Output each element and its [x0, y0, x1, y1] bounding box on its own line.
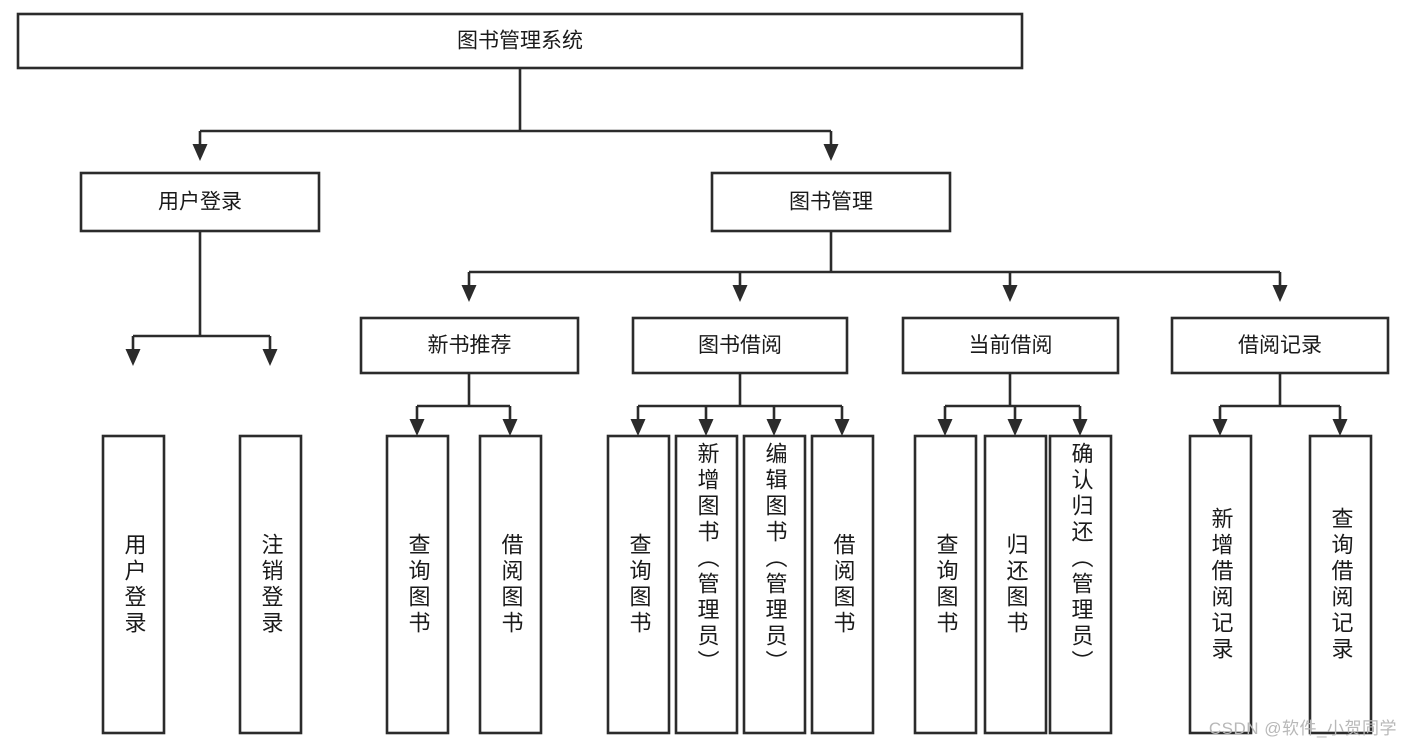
connector-layer [125, 68, 1348, 436]
node-book-borrow-box[interactable] [631, 316, 849, 375]
node-leaf-query-books-2-box[interactable] [606, 434, 671, 735]
node-new-book-recommend-label: 新书推荐 [428, 334, 512, 357]
current-borrow-branch-arrow-0 [937, 419, 953, 436]
node-leaf-add-borrow-record-box[interactable] [1188, 434, 1253, 735]
node-book-management-box[interactable] [710, 171, 952, 233]
book-borrow-branch-arrow-1 [698, 419, 714, 436]
borrow-record-branch-arrow-0 [1212, 419, 1228, 436]
user-login-branch-arrow-1 [262, 349, 278, 366]
csdn-watermark: CSDN @软件_小贺同学 [1208, 719, 1397, 738]
node-leaf-borrow-books-1-box[interactable] [478, 434, 543, 735]
root-node-box[interactable] [16, 12, 1024, 70]
node-current-borrow-label: 当前借阅 [969, 334, 1053, 357]
node-user-login-label: 用户登录 [158, 191, 242, 214]
book-borrow-branch-arrow-2 [766, 419, 782, 436]
node-leaf-borrow-books-2-box[interactable] [810, 434, 875, 735]
node-borrow-record-box[interactable] [1170, 316, 1390, 375]
book-management-branch-arrow-0 [461, 285, 477, 302]
new-book-branch-arrow-1 [502, 419, 518, 436]
root-branch-arrow-0 [192, 144, 208, 161]
user-login-branch-arrow-0 [125, 349, 141, 366]
node-user-login-box[interactable] [79, 171, 321, 233]
node-leaf-return-books-box[interactable] [983, 434, 1048, 735]
book-management-branch-arrow-1 [732, 285, 748, 302]
current-borrow-branch-arrow-1 [1007, 419, 1023, 436]
node-leaf-edit-book-admin-box[interactable] [742, 434, 807, 735]
new-book-branch-arrow-0 [409, 419, 425, 436]
node-leaf-query-borrow-record-box[interactable] [1308, 434, 1373, 735]
node-leaf-user-login-box[interactable] [101, 434, 166, 735]
node-new-book-recommend-box[interactable] [359, 316, 580, 375]
node-book-borrow-label: 图书借阅 [698, 334, 782, 357]
node-book-management-label: 图书管理 [789, 191, 873, 214]
box-layer [16, 12, 1390, 735]
node-leaf-logout-login-box[interactable] [238, 434, 303, 735]
root-branch-arrow-1 [823, 144, 839, 161]
book-management-branch-arrow-3 [1272, 285, 1288, 302]
current-borrow-branch-arrow-2 [1072, 419, 1088, 436]
node-current-borrow-box[interactable] [901, 316, 1120, 375]
borrow-record-branch-arrow-1 [1332, 419, 1348, 436]
book-management-branch-arrow-2 [1002, 285, 1018, 302]
node-leaf-add-book-admin-box[interactable] [674, 434, 739, 735]
node-leaf-query-books-3-box[interactable] [913, 434, 978, 735]
root-node-label: 图书管理系统 [457, 30, 583, 53]
node-leaf-query-books-1-box[interactable] [385, 434, 450, 735]
book-borrow-branch-arrow-3 [834, 419, 850, 436]
node-borrow-record-label: 借阅记录 [1238, 334, 1322, 357]
node-leaf-confirm-return-admin-box[interactable] [1048, 434, 1113, 735]
book-borrow-branch-arrow-0 [630, 419, 646, 436]
